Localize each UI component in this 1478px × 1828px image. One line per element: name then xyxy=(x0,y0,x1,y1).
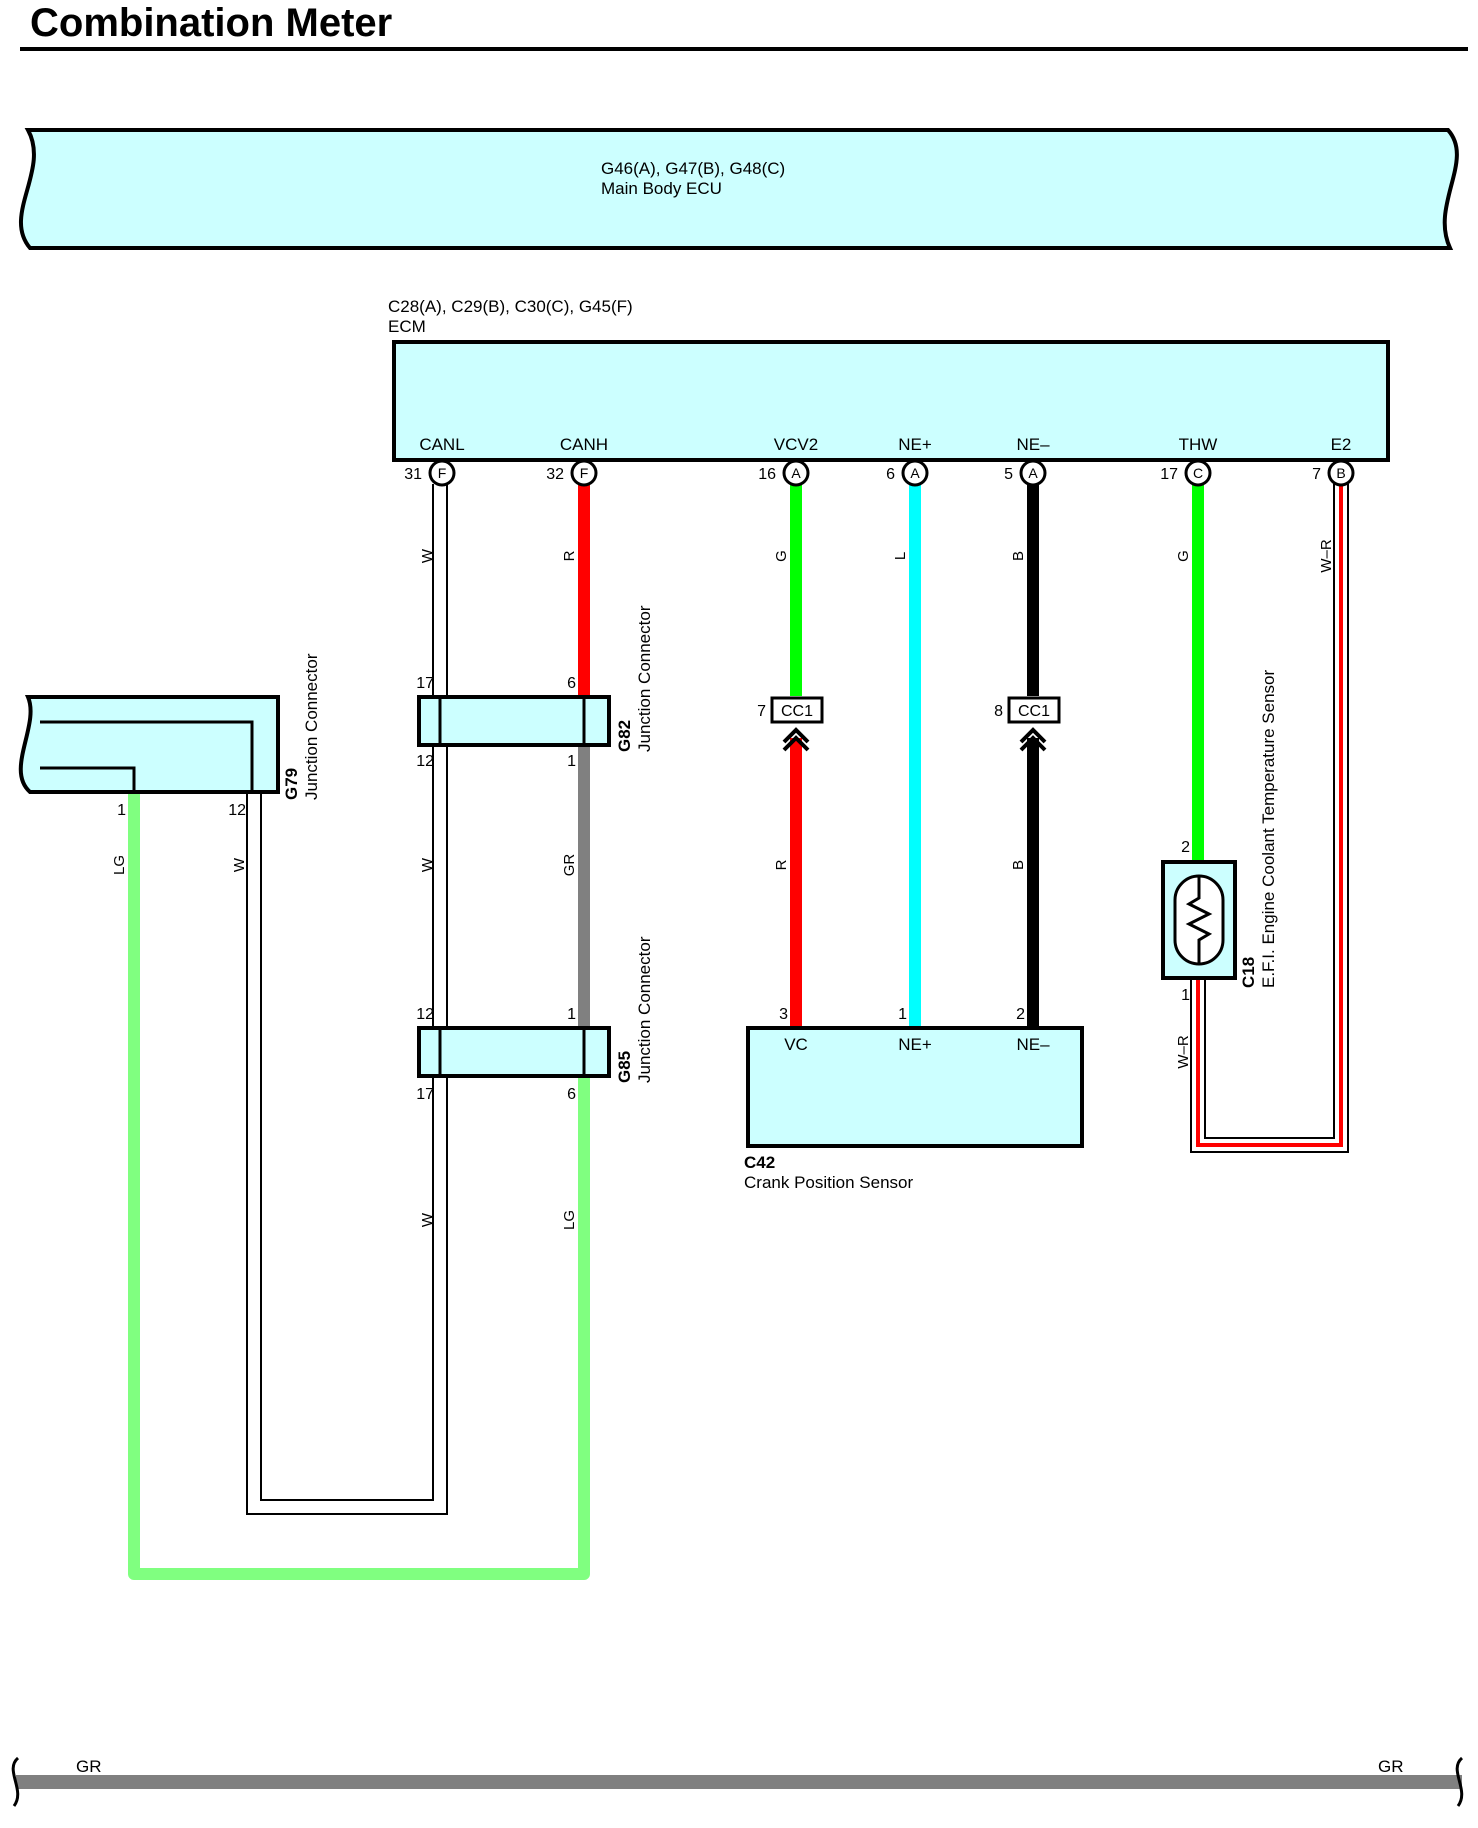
c18-pin-2: 2 xyxy=(1181,839,1190,856)
ecm-pin-ne-minus-number: 5 xyxy=(1004,466,1013,483)
wire-e2-red-stripe xyxy=(1196,484,1343,1147)
ecm-pin-e2-conn: B xyxy=(1336,465,1345,481)
ecm-pin-ne-minus[interactable]: A xyxy=(1019,459,1047,487)
ecm-pin-e2-number: 7 xyxy=(1312,466,1321,483)
ecm-terminal-canh: CANH xyxy=(560,435,608,454)
g79-pin-1: 1 xyxy=(117,802,126,819)
ecm-pin-ne-plus[interactable]: A xyxy=(901,459,929,487)
bottom-gr-bus xyxy=(11,1756,1464,1807)
wire-canh-light-green xyxy=(128,792,590,1580)
g85-pin-1: 1 xyxy=(567,1006,576,1023)
wire-label-ne-minus: B xyxy=(1010,551,1027,561)
cc1-wire-r: R xyxy=(773,859,790,870)
g85-code: G85 xyxy=(615,1051,634,1083)
ecm-pin-e2[interactable]: B xyxy=(1327,459,1355,487)
cc1-connector-ne-minus[interactable]: CC1 xyxy=(1007,696,1061,752)
cc1-pin-7: 7 xyxy=(757,703,766,720)
c18-wire-w-r: W–R xyxy=(1175,1035,1192,1069)
main-body-ecu-code: G46(A), G47(B), G48(C) xyxy=(601,159,785,178)
ecm-pin-vcv2[interactable]: A xyxy=(782,459,810,487)
wire-label-thw: G xyxy=(1175,550,1192,562)
c18-pin-1: 1 xyxy=(1181,987,1190,1004)
g85-pin-17: 17 xyxy=(416,1086,434,1103)
wire-canl-outline xyxy=(246,484,448,1515)
ecm-pin-thw-number: 17 xyxy=(1160,466,1178,483)
g85-pin-6: 6 xyxy=(567,1086,576,1103)
g85-pin-12: 12 xyxy=(416,1006,434,1023)
g85-junction-connector[interactable] xyxy=(417,1026,611,1078)
c42-pin-2: 2 xyxy=(1016,1006,1025,1023)
g82-pin-1: 1 xyxy=(567,753,576,770)
cc1-label-vc: CC1 xyxy=(781,703,813,720)
cc1-label-ne-minus: CC1 xyxy=(1018,703,1050,720)
g82-name: Junction Connector xyxy=(635,605,654,752)
g79-wire-w: W xyxy=(231,857,248,872)
g79-wire-lg: LG xyxy=(111,855,128,875)
ecm-pin-canh-conn: F xyxy=(580,465,589,481)
g79-junction-connector[interactable] xyxy=(18,695,280,794)
g82-wire-gr: GR xyxy=(561,854,578,877)
wire-label-e2: W–R xyxy=(1318,539,1335,573)
c42-terminal-vc: VC xyxy=(784,1035,808,1054)
g82-pin-6: 6 xyxy=(567,675,576,692)
ecm-pin-canh[interactable]: F xyxy=(570,459,598,487)
c42-pin-1: 1 xyxy=(898,1006,907,1023)
cc1-pin-8: 8 xyxy=(994,703,1003,720)
c18-coolant-temp-sensor[interactable] xyxy=(1161,860,1237,980)
ecm-pin-vcv2-number: 16 xyxy=(758,466,776,483)
g82-wire-w: W xyxy=(419,857,436,872)
c18-code: C18 xyxy=(1239,957,1258,988)
g85-wire-w: W xyxy=(419,1212,436,1227)
ecm-name: ECM xyxy=(388,317,426,336)
cc1-wire-b: B xyxy=(1010,860,1027,870)
g79-name: Junction Connector xyxy=(302,653,321,800)
g82-pin-12: 12 xyxy=(416,753,434,770)
ecm-pin-canh-number: 32 xyxy=(546,466,564,483)
main-body-ecu-name: Main Body ECU xyxy=(601,179,722,198)
bottom-bus-label-left: GR xyxy=(76,1757,102,1776)
wire-label-canh: R xyxy=(561,550,578,561)
ecm-terminal-e2: E2 xyxy=(1331,435,1352,454)
g79-code: G79 xyxy=(282,768,301,800)
ecm-terminal-vcv2: VCV2 xyxy=(774,435,818,454)
ecm-terminal-ne-minus: NE– xyxy=(1016,435,1050,454)
page-title: Combination Meter xyxy=(30,1,392,45)
main-body-ecu-block[interactable]: G46(A), G47(B), G48(C) Main Body ECU xyxy=(18,128,1459,250)
c42-terminal-ne-minus: NE– xyxy=(1016,1035,1050,1054)
wire-canl-white xyxy=(248,484,446,1513)
c42-code: C42 xyxy=(744,1153,775,1172)
ecm-terminal-thw: THW xyxy=(1179,435,1218,454)
ecm-pin-canl-conn: F xyxy=(438,465,447,481)
ecm-block[interactable] xyxy=(392,340,1390,462)
bottom-bus-label-right: GR xyxy=(1378,1757,1404,1776)
ecm-pin-ne-minus-conn: A xyxy=(1028,465,1038,481)
ecm-pin-thw-conn: C xyxy=(1193,465,1203,481)
ecm-terminal-ne-plus: NE+ xyxy=(898,435,932,454)
g82-junction-connector[interactable] xyxy=(417,695,611,747)
ecm-pin-ne-plus-conn: A xyxy=(910,465,920,481)
c42-name: Crank Position Sensor xyxy=(744,1173,913,1192)
c42-terminal-ne-plus: NE+ xyxy=(898,1035,932,1054)
g85-wire-lg: LG xyxy=(561,1210,578,1230)
ecm-pin-vcv2-conn: A xyxy=(791,465,801,481)
ecm-pin-canl[interactable]: F xyxy=(428,459,456,487)
ecm-terminal-canl: CANL xyxy=(419,435,464,454)
ecm-code: C28(A), C29(B), C30(C), G45(F) xyxy=(388,297,633,316)
wire-label-ne-plus: L xyxy=(892,552,909,560)
g79-pin-12: 12 xyxy=(228,802,246,819)
ecm-pin-thw[interactable]: C xyxy=(1184,459,1212,487)
ecm-pin-ne-plus-number: 6 xyxy=(886,466,895,483)
c42-crank-position-sensor[interactable] xyxy=(746,1026,1084,1148)
ecm-pin-canl-number: 31 xyxy=(404,466,422,483)
c18-name: E.F.I. Engine Coolant Temperature Sensor xyxy=(1259,670,1278,988)
wire-label-canl: W xyxy=(419,548,436,563)
g82-pin-17: 17 xyxy=(416,675,434,692)
g85-name: Junction Connector xyxy=(635,936,654,1083)
g82-code: G82 xyxy=(615,720,634,752)
c42-pin-3: 3 xyxy=(779,1006,788,1023)
wire-label-vcv2: G xyxy=(773,550,790,562)
cc1-connector-vc[interactable]: CC1 xyxy=(770,696,824,752)
